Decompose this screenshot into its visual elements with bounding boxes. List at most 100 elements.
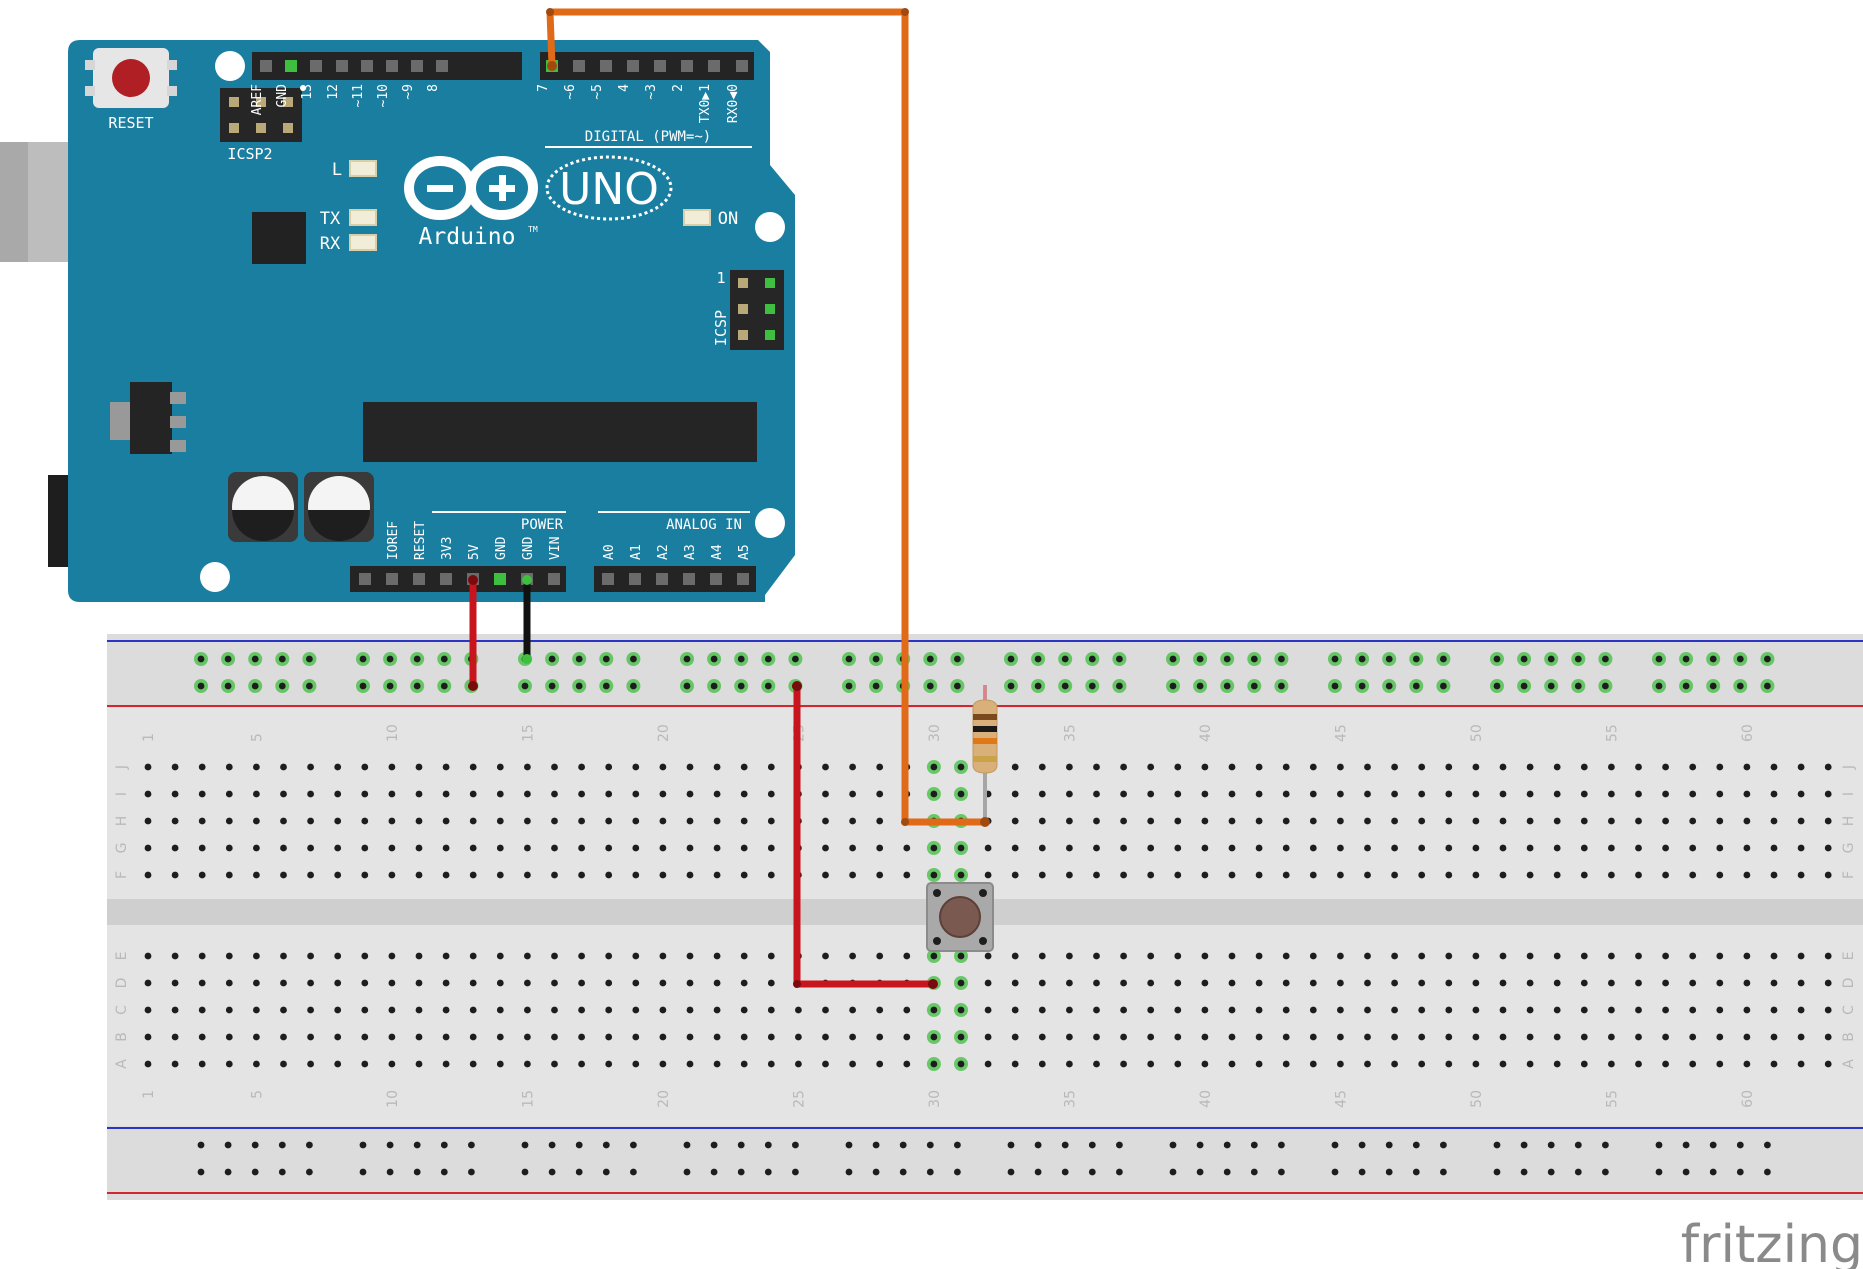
breadboard-hole — [334, 871, 342, 879]
row-letter: F — [1841, 871, 1857, 879]
breadboard-hole — [1038, 790, 1046, 798]
breadboard-hole — [496, 952, 504, 960]
breadboard-hole — [144, 871, 152, 879]
breadboard-hole — [442, 763, 450, 771]
breadboard-hole — [1337, 979, 1344, 987]
header-pin — [573, 60, 585, 72]
breadboard-hole — [876, 1060, 884, 1068]
breadboard-hole — [1337, 871, 1344, 879]
reset-button-tab — [167, 60, 177, 70]
breadboard-hole — [1116, 655, 1123, 663]
power-pin-label: RESET — [413, 521, 428, 560]
breadboard-hole — [1282, 871, 1290, 879]
breadboard-hole — [1309, 871, 1317, 879]
breadboard-hole — [792, 1168, 799, 1176]
breadboard-hole — [1689, 1033, 1697, 1041]
breadboard-hole — [713, 979, 721, 987]
row-letter: H — [1841, 816, 1857, 827]
breadboard-hole — [334, 790, 342, 798]
breadboard-hole — [144, 1060, 152, 1068]
icsp-label: ICSP — [712, 310, 730, 346]
breadboard-hole — [1174, 790, 1182, 798]
breadboard-hole — [1797, 1060, 1805, 1068]
breadboard-hole — [548, 1168, 556, 1176]
breadboard-hole — [767, 763, 775, 771]
breadboard-hole — [1743, 1033, 1751, 1041]
breadboard-hole — [1635, 979, 1642, 987]
breadboard-hole — [1709, 655, 1717, 663]
breadboard-hole — [1337, 790, 1344, 798]
breadboard-hole — [1797, 790, 1805, 798]
breadboard-hole — [1743, 844, 1751, 852]
icsp-pin — [765, 330, 775, 340]
icsp-pins — [738, 278, 775, 340]
breadboard-hole — [1061, 1168, 1069, 1176]
atmega-chip — [363, 402, 757, 462]
breadboard-hole — [1472, 1060, 1480, 1068]
breadboard-hole — [551, 1060, 558, 1068]
breadboard-hole — [1358, 655, 1366, 663]
header-pin — [336, 60, 348, 72]
breadboard-hole — [578, 1033, 585, 1041]
breadboard-hole — [1716, 979, 1724, 987]
breadboard-hole — [1093, 979, 1100, 987]
breadboard-hole — [602, 1141, 610, 1149]
breadboard-hole — [1061, 682, 1069, 690]
breadboard-hole — [1472, 1033, 1480, 1041]
breadboard-hole — [1061, 655, 1069, 663]
header-pin — [413, 573, 425, 585]
breadboard-hole — [1602, 1168, 1609, 1176]
breadboard-hole — [1250, 1141, 1258, 1149]
resistor-band — [973, 714, 997, 720]
push-button-corner — [933, 937, 941, 945]
breadboard-hole — [1580, 952, 1588, 960]
breadboard-hole — [1553, 952, 1561, 960]
digital-pin-label: GND — [275, 84, 290, 108]
breadboard-hole — [575, 682, 583, 690]
breadboard-hole — [575, 1168, 583, 1176]
breadboard-hole — [1364, 871, 1371, 879]
wire-end — [792, 681, 802, 691]
breadboard-hole — [251, 682, 259, 690]
breadboard-hole — [926, 655, 934, 663]
breadboard-hole — [413, 655, 421, 663]
breadboard-hole — [876, 952, 884, 960]
breadboard-hole — [1526, 790, 1534, 798]
breadboard-hole — [1824, 1006, 1832, 1014]
breadboard-hole — [548, 655, 556, 663]
breadboard-hole — [1228, 844, 1236, 852]
breadboard-hole — [224, 1168, 232, 1176]
breadboard-hole — [1412, 655, 1420, 663]
breadboard-hole — [307, 1060, 314, 1068]
breadboard-hole — [713, 1006, 721, 1014]
breadboard-hole — [683, 682, 691, 690]
breadboard-hole — [1120, 817, 1127, 825]
breadboard-hole — [1499, 1033, 1507, 1041]
breadboard-hole — [278, 1141, 286, 1149]
breadboard-hole — [496, 817, 504, 825]
breadboard-hole — [845, 655, 853, 663]
breadboard-hole — [957, 952, 965, 960]
breadboard-hole — [767, 1060, 775, 1068]
breadboard-hole — [388, 844, 396, 852]
icsp-pin — [765, 278, 775, 288]
breadboard-hole — [767, 817, 775, 825]
breadboard-hole — [388, 763, 396, 771]
breadboard-hole — [1147, 952, 1155, 960]
breadboard-hole — [225, 817, 233, 825]
breadboard-hole — [307, 763, 314, 771]
breadboard-hole — [334, 763, 342, 771]
power-pin-label: GND — [494, 536, 509, 560]
breadboard-hole — [578, 790, 585, 798]
breadboard-hole — [251, 1168, 259, 1176]
breadboard-hole — [1743, 817, 1751, 825]
breadboard-hole — [1445, 790, 1453, 798]
breadboard-hole — [469, 844, 477, 852]
breadboard-hole — [415, 763, 423, 771]
breadboard-hole — [551, 790, 558, 798]
breadboard-hole — [1007, 1168, 1015, 1176]
breadboard-hole — [605, 790, 613, 798]
breadboard-hole — [1309, 1006, 1317, 1014]
breadboard-hole — [1337, 1006, 1344, 1014]
